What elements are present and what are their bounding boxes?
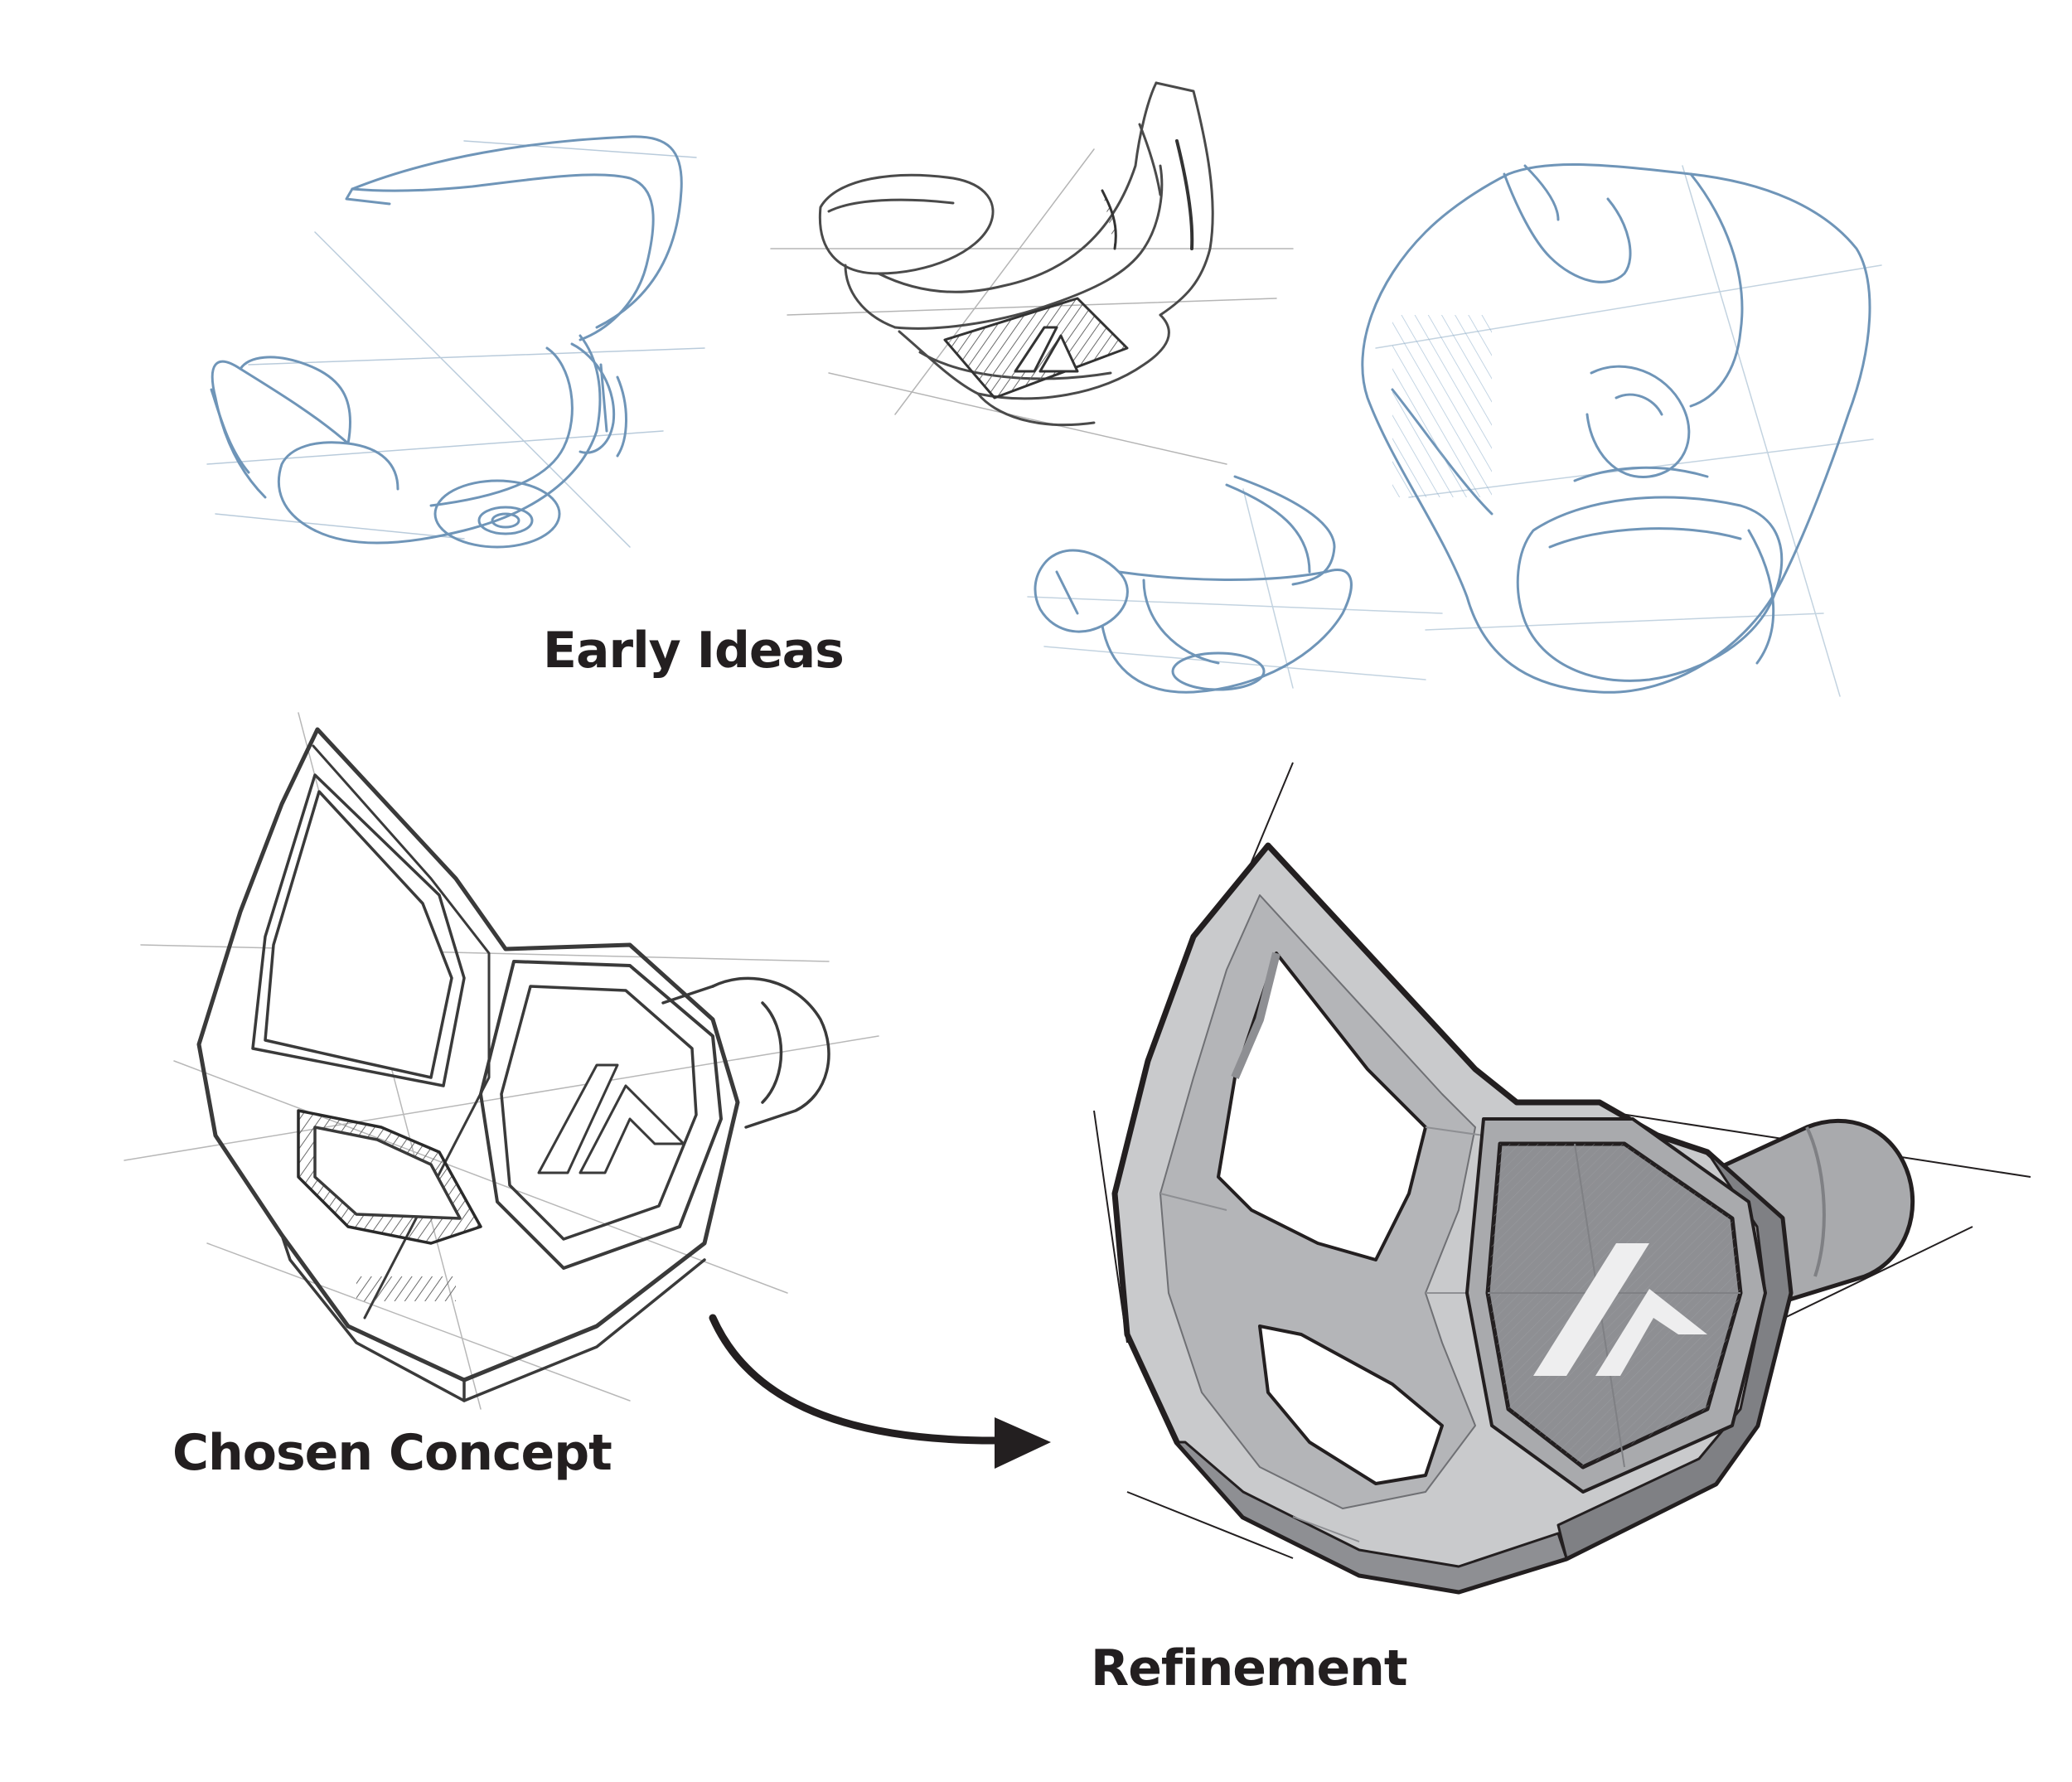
chosen-concept-label: Chosen Concept [172,1424,612,1482]
early-idea-sketch-2 [770,81,1294,465]
early-idea-sketch-3 [1027,475,1443,694]
early-ideas-label: Early Ideas [543,622,845,680]
early-idea-sketch-1 [206,135,705,549]
a-chevron-logo-icon [1533,1243,1707,1376]
a-chevron-logo-icon [537,1063,685,1174]
curved-arrow-icon [709,1314,1051,1469]
chosen-concept-sketch [123,712,879,1410]
refinement-label: Refinement [1091,1639,1408,1697]
early-idea-sketch-4 [1361,162,1882,697]
a-chevron-logo-icon [1014,326,1079,373]
refinement-render [1093,762,2031,1595]
